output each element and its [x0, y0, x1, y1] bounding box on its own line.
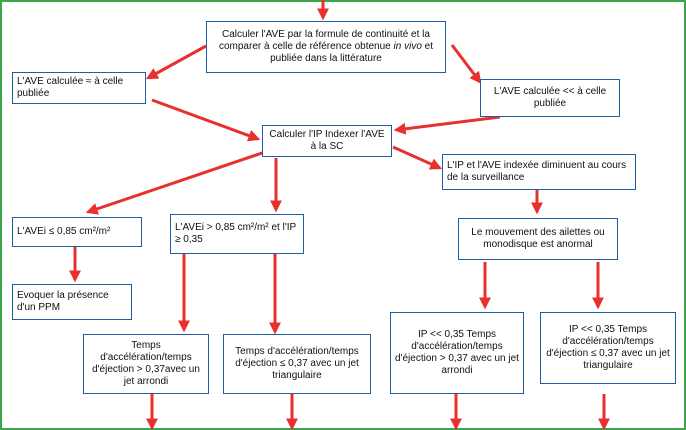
node-calculate-ave-italic: in vivo [393, 41, 422, 52]
node-avei-low-label: L'AVEi ≤ 0,85 cm²/m² [17, 226, 111, 237]
node-ave-approx-published: L'AVE calculée ≈ à celle publiée [12, 72, 146, 104]
node-ppm-label: Evoquer la présence d'un PPM [17, 290, 109, 313]
node-abnormal-leaflet: Le mouvement des ailettes ou monodisque … [458, 218, 618, 260]
arrow-top-to-approx [145, 44, 207, 80]
node-abnormal-leaflet-label: Le mouvement des ailettes ou monodisque … [471, 227, 605, 250]
arrow-top-to-much-lower [450, 44, 482, 84]
node-calculate-ave-text-end: et publiée dans la littérature [270, 41, 434, 64]
arrow-approx-to-ip [151, 98, 261, 142]
node-ip-triangular-jet: IP << 0,35 Temps d'accélération/temps d'… [540, 312, 676, 384]
node-avei-high-label: L'AVEi > 0,85 cm²/m² et l'IP ≥ 0,35 [175, 222, 296, 245]
node-ip-triangular-jet-label: IP << 0,35 Temps d'accélération/temps d'… [546, 324, 670, 371]
node-time-rounded-jet-label: Temps d'accélération/temps d'éjection > … [92, 340, 200, 387]
node-calculate-ave: Calculer l'AVE par la formule de continu… [206, 21, 446, 73]
node-ppm: Evoquer la présence d'un PPM [12, 284, 132, 320]
node-time-rounded-jet: Temps d'accélération/temps d'éjection > … [83, 334, 209, 394]
node-time-triangular-jet: Temps d'accélération/temps d'éjection ≤ … [223, 334, 371, 394]
arrow-much-lower-to-ip [393, 115, 501, 135]
node-calculate-ip: Calculer l'IP Indexer l'AVE à la SC [262, 125, 392, 157]
node-calculate-ip-label: Calculer l'IP Indexer l'AVE à la SC [269, 129, 385, 152]
node-ip-rounded-jet: IP << 0,35 Temps d'accélération/temps d'… [390, 312, 524, 394]
node-ave-approx-published-label: L'AVE calculée ≈ à celle publiée [17, 76, 124, 99]
node-calculate-ave-text: Calculer l'AVE par la formule de continu… [218, 29, 430, 52]
node-ip-ave-decrease: L'IP et l'AVE indexée diminuent au cours… [442, 154, 636, 190]
arrow-ip-to-avei-low [85, 150, 266, 215]
node-ip-rounded-jet-label: IP << 0,35 Temps d'accélération/temps d'… [395, 329, 519, 376]
node-avei-high: L'AVEi > 0,85 cm²/m² et l'IP ≥ 0,35 [170, 214, 304, 254]
arrow-ip-to-decrease [392, 145, 443, 170]
node-ave-much-lower: L'AVE calculée << à celle publiée [480, 79, 620, 117]
node-ip-ave-decrease-label: L'IP et l'AVE indexée diminuent au cours… [447, 160, 627, 183]
node-time-triangular-jet-label: Temps d'accélération/temps d'éjection ≤ … [235, 346, 359, 381]
node-avei-low: L'AVEi ≤ 0,85 cm²/m² [12, 217, 142, 247]
node-ave-much-lower-label: L'AVE calculée << à celle publiée [493, 86, 607, 109]
